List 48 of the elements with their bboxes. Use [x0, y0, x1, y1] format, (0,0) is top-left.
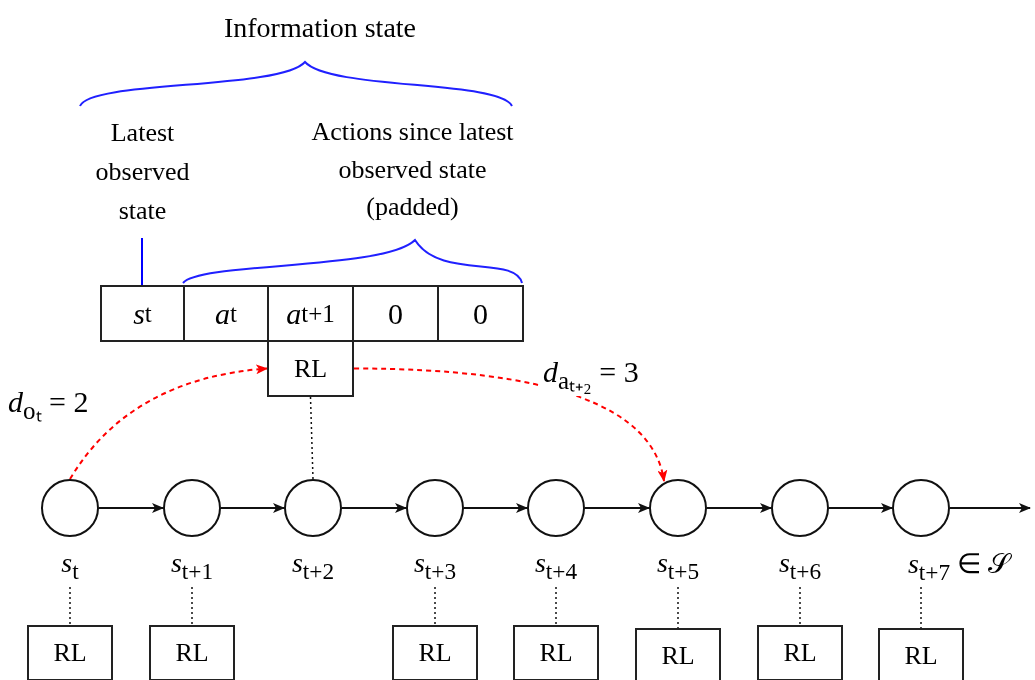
state-circle	[527, 479, 585, 537]
dotted-line	[677, 586, 679, 629]
state-label: s$_{t+2}$	[291, 547, 335, 585]
rl-box: RL	[513, 625, 599, 680]
rl-box: RL	[149, 625, 235, 680]
state-circle	[163, 479, 221, 537]
state-circle	[649, 479, 707, 537]
annotation-text: Actions since latest observed state (padded)	[310, 116, 515, 224]
arrow	[353, 367, 667, 482]
dotted-line	[69, 586, 71, 626]
rl-box: RL	[635, 628, 721, 680]
arrow	[706, 503, 772, 513]
arrow	[220, 503, 285, 513]
rl-box: RL	[878, 628, 964, 680]
arrow	[98, 503, 164, 513]
state-label: s$_{t+1}$	[170, 547, 214, 585]
arrow	[584, 503, 650, 513]
state-label: s$_{t+4}$	[534, 547, 578, 585]
vector-cell: 0	[352, 285, 439, 342]
leader-line	[141, 237, 143, 286]
arrow	[463, 503, 528, 513]
state-circle	[284, 479, 342, 537]
state-circle	[771, 479, 829, 537]
state-circle	[892, 479, 950, 537]
annotation-text: Latest observed state	[75, 113, 210, 238]
state-label: s$_{t}$	[61, 547, 79, 585]
state-label: s$_{t+3}$	[413, 547, 457, 585]
state-circle	[406, 479, 464, 537]
dotted-line	[309, 396, 314, 480]
vector-cell: 0	[437, 285, 524, 342]
dotted-line	[920, 586, 922, 629]
state-circle	[41, 479, 99, 537]
rl-box: RL	[267, 340, 354, 397]
rl-box: RL	[757, 625, 843, 680]
heading-text: Information state	[222, 11, 418, 45]
arrow	[828, 503, 893, 513]
arrow	[949, 503, 1031, 513]
state-label: s$_{t+7}$ ∈ 𝒮	[907, 547, 1011, 586]
rl-box: RL	[392, 625, 478, 680]
arrow	[69, 364, 268, 480]
dotted-line	[191, 586, 193, 626]
dotted-line	[799, 586, 801, 626]
dotted-line	[555, 586, 557, 626]
state-label: s$_{t+6}$	[778, 547, 822, 585]
arrow	[341, 503, 407, 513]
dotted-line	[434, 586, 436, 626]
state-label: s$_{t+5}$	[656, 547, 700, 585]
rl-box: RL	[27, 625, 113, 680]
